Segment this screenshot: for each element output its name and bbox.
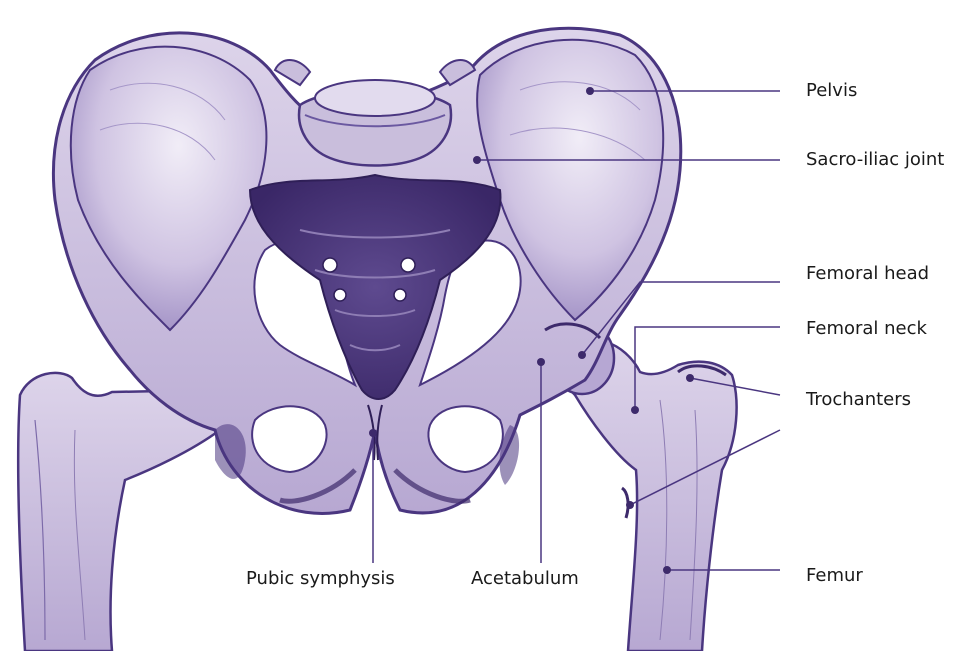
label-pelvis: Pelvis (806, 80, 857, 102)
label-femoral-neck: Femoral neck (806, 318, 927, 340)
label-trochanters: Trochanters (806, 389, 911, 411)
label-pubic-symphysis: Pubic symphysis (246, 568, 395, 590)
label-femur: Femur (806, 565, 863, 587)
label-femoral-head: Femoral head (806, 263, 929, 285)
label-sacroiliac-joint: Sacro-iliac joint (806, 149, 944, 171)
label-acetabulum: Acetabulum (471, 568, 579, 590)
